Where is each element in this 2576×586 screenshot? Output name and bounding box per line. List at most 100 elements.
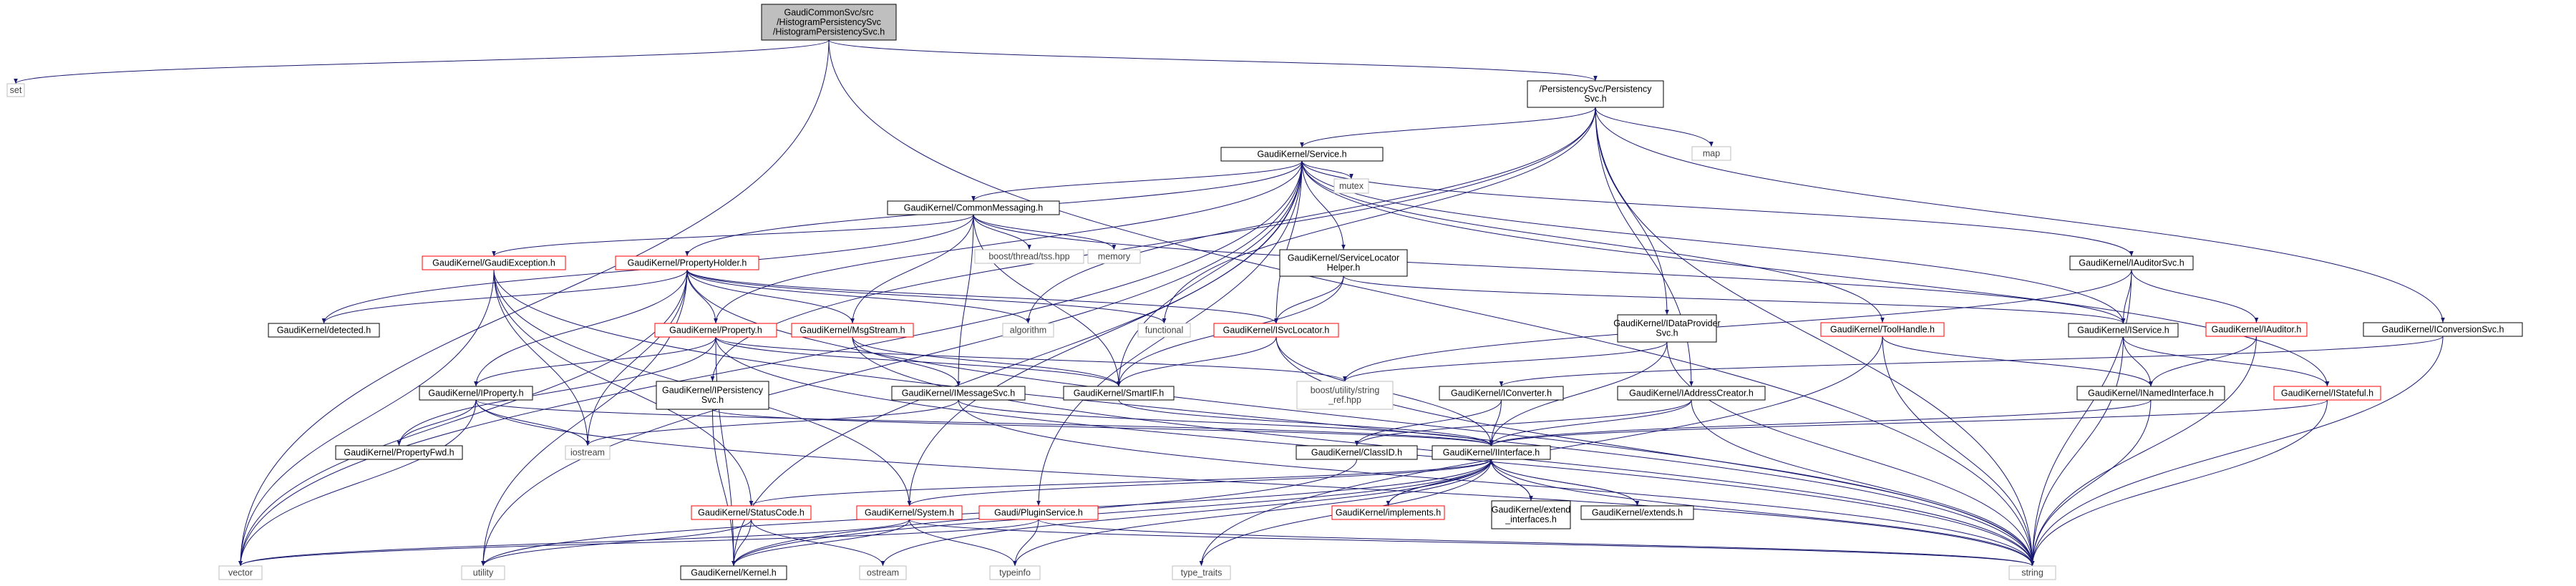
node-functional-box — [1137, 323, 1191, 338]
node-imessagesvc[interactable]: GaudiKernel/IMessageSvc.h — [891, 386, 1026, 401]
edge-iaddresscreator-to-string — [1691, 399, 2035, 567]
edge-commonmsg-to-iservice — [973, 214, 2126, 324]
edge-svclocatorhelper-to-iservice — [1343, 275, 2126, 324]
edge-property-to-iproperty — [474, 336, 716, 387]
node-iconverter[interactable]: GaudiKernel/IConverter.h — [1439, 386, 1564, 401]
node-smartif-label: GaudiKernel/SmartIF.h — [1074, 388, 1164, 398]
edge-root-to-vector — [238, 39, 830, 567]
node-iconversionsvc[interactable]: GaudiKernel/IConversionSvc.h — [2363, 322, 2523, 337]
node-threadtss[interactable]: boost/thread/tss.hpp — [974, 249, 1084, 264]
node-propertyholder[interactable]: GaudiKernel/PropertyHolder.h — [615, 255, 759, 270]
node-mutex[interactable]: mutex — [1333, 178, 1369, 194]
node-classid[interactable]: GaudiKernel/ClassID.h — [1296, 445, 1418, 460]
node-propertyfwd[interactable]: GaudiKernel/PropertyFwd.h — [335, 445, 463, 460]
node-memory-label: memory — [1098, 251, 1131, 261]
node-iostream[interactable]: iostream — [565, 445, 611, 460]
node-stringref[interactable]: boost/utility/string_ref.hpp — [1296, 381, 1394, 410]
node-stringref-label: _ref.hpp — [1328, 395, 1361, 405]
node-mutex-label: mutex — [1339, 181, 1364, 191]
edge-service-to-toolhandle — [1301, 160, 1885, 323]
node-detected[interactable]: GaudiKernel/detected.h — [268, 323, 380, 338]
edge-iauditor-to-string — [2030, 336, 2257, 567]
node-algorithm[interactable]: algorithm — [1002, 323, 1054, 338]
node-system[interactable]: GaudiKernel/System.h — [856, 505, 963, 520]
node-iconverter-label: GaudiKernel/IConverter.h — [1451, 388, 1552, 398]
edge-service-to-kernel — [732, 160, 1303, 567]
node-gaudiexception[interactable]: GaudiKernel/GaudiException.h — [422, 255, 566, 270]
node-extendinterfaces[interactable]: GaudiKernel/extend_interfaces.h — [1491, 500, 1571, 529]
edge-iinterface-to-typeinfo — [1013, 459, 1492, 567]
edge-root-to-string — [828, 39, 2035, 567]
edge-iinterface-to-ostream — [880, 459, 1492, 567]
node-iauditorsvc[interactable]: GaudiKernel/IAuditorSvc.h — [2069, 255, 2194, 270]
edge-property-to-kernel — [715, 336, 736, 567]
node-toolhandle[interactable]: GaudiKernel/ToolHandle.h — [1820, 322, 1945, 337]
node-map-box — [1691, 146, 1731, 161]
edge-propertyholder-to-iostream — [585, 269, 688, 446]
edge-statuscode-to-kernel — [732, 519, 752, 567]
node-set[interactable]: set — [6, 83, 25, 97]
node-functional[interactable]: functional — [1137, 323, 1191, 338]
node-vector[interactable]: vector — [218, 565, 263, 580]
edge-iproperty-to-string — [475, 399, 2035, 567]
node-iaddresscreator[interactable]: GaudiKernel/IAddressCreator.h — [1617, 386, 1766, 401]
edge-imessagesvc-to-string — [958, 399, 2035, 567]
node-smartif[interactable]: GaudiKernel/SmartIF.h — [1063, 386, 1175, 401]
edge-iproperty-to-propertyfwd — [397, 399, 477, 446]
edge-psvc-to-ipersistencysvc — [710, 107, 1596, 382]
node-property-box — [654, 323, 777, 338]
node-iservice[interactable]: GaudiKernel/IService.h — [2068, 323, 2179, 338]
node-iproperty[interactable]: GaudiKernel/IProperty.h — [419, 386, 533, 401]
node-ostream[interactable]: ostream — [859, 565, 907, 580]
node-typeinfo[interactable]: typeinfo — [989, 565, 1041, 580]
node-imessagesvc-label: GaudiKernel/IMessageSvc.h — [902, 388, 1015, 398]
node-algorithm-label: algorithm — [1010, 325, 1046, 335]
node-psvc[interactable]: /PersistencySvc/PersistencySvc.h — [1527, 80, 1664, 108]
node-ipersistencysvc-label: Svc.h — [701, 395, 724, 405]
node-statuscode-label: GaudiKernel/StatusCode.h — [698, 507, 805, 517]
node-set-label: set — [10, 85, 22, 95]
node-classid-box — [1296, 445, 1418, 460]
node-kernel[interactable]: GaudiKernel/Kernel.h — [680, 565, 787, 580]
edge-pluginservice-to-typeinfo — [1013, 519, 1039, 567]
node-string[interactable]: string — [2008, 565, 2056, 580]
edge-iproperty-to-iostream — [475, 399, 590, 446]
node-iostream-label: iostream — [570, 447, 605, 457]
node-statuscode[interactable]: GaudiKernel/StatusCode.h — [691, 505, 812, 520]
node-pluginservice[interactable]: Gaudi/PluginService.h — [978, 505, 1099, 520]
node-implements[interactable]: GaudiKernel/implements.h — [1331, 505, 1445, 520]
node-extends-label: GaudiKernel/extends.h — [1592, 507, 1683, 517]
edge-property-to-stringref — [715, 336, 1347, 382]
node-utility[interactable]: utility — [461, 565, 505, 580]
edge-system-to-typeinfo — [909, 519, 1017, 567]
edge-iauditorsvc-to-stringref — [1343, 269, 2132, 382]
node-map[interactable]: map — [1691, 146, 1731, 161]
edge-ipersistencysvc-to-iinterface — [712, 409, 1493, 446]
node-commonmsg[interactable]: GaudiKernel/CommonMessaging.h — [887, 200, 1060, 215]
node-system-label: GaudiKernel/System.h — [865, 507, 954, 517]
node-commonmsg-box — [887, 200, 1060, 215]
edge-system-to-vector — [238, 519, 910, 567]
node-property[interactable]: GaudiKernel/Property.h — [654, 323, 777, 338]
node-iauditor[interactable]: GaudiKernel/IAuditor.h — [2205, 322, 2308, 337]
node-typetraits[interactable]: type_traits — [1172, 565, 1231, 580]
node-service[interactable]: GaudiKernel/Service.h — [1220, 147, 1384, 162]
node-iinterface[interactable]: GaudiKernel/IInterface.h — [1432, 445, 1551, 460]
node-gaudiexception-label: GaudiKernel/GaudiException.h — [432, 258, 555, 268]
node-isvclocator[interactable]: GaudiKernel/ISvcLocator.h — [1213, 323, 1339, 338]
node-toolhandle-box — [1820, 322, 1945, 337]
node-stringref-label: boost/utility/string — [1311, 386, 1380, 396]
node-property-label: GaudiKernel/Property.h — [669, 325, 762, 335]
node-extends[interactable]: GaudiKernel/extends.h — [1580, 505, 1694, 520]
node-stringref-box — [1296, 381, 1394, 410]
node-inamedinterface[interactable]: GaudiKernel/INamedInterface.h — [2076, 386, 2225, 401]
node-memory[interactable]: memory — [1087, 249, 1141, 264]
edge-propertyholder-to-isvclocator — [686, 269, 1278, 324]
edge-imessagesvc-to-iostream — [585, 399, 959, 446]
edge-psvc-to-functional — [1162, 107, 1596, 324]
node-istateful[interactable]: GaudiKernel/IStateful.h — [2273, 386, 2381, 401]
node-msgstream[interactable]: GaudiKernel/MsgStream.h — [791, 323, 914, 338]
